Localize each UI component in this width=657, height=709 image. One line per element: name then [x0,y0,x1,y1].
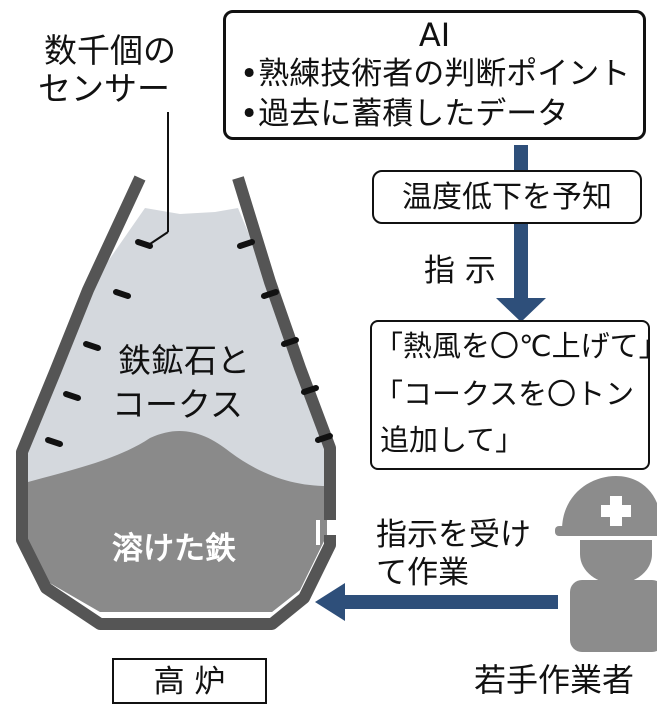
ai-box: AI •熟練技術者の判断ポイント •過去に蓄積したデータ [223,10,646,140]
furnace-wall-right [232,176,336,520]
sensor-mark [135,239,153,249]
molten-iron-label: 溶けた鉄 [112,531,236,567]
sensor-mark [301,385,319,395]
instruction-label: 指 示 [424,253,496,289]
action-label-line2: て作業 [376,555,469,591]
sensor-mark [63,391,81,401]
instruction-line-add: 追加して」 [380,423,525,457]
sensor-label-line2: センサー [38,69,170,108]
molten-iron-fill [28,430,327,612]
sensor-mark [315,433,333,443]
ore-label-line2: コークス [112,385,244,424]
ore-label-line1: 鉄鉱石と [118,341,250,380]
ai-box-bullet-skilled: •熟練技術者の判断ポイント [240,56,631,92]
sensor-marks [45,239,333,447]
instruction-line-coke: 「コークスを〇トン [374,377,635,411]
sensor-mark [237,239,255,249]
instruction-box: 「熱風を〇℃上げて」 「コークスを〇トン 追加して」 [370,320,657,470]
prediction-text: 温度低下を予知 [402,180,612,215]
sensor-mark [45,437,63,447]
worker-icon [555,476,657,652]
furnace-wall-left [16,175,336,630]
sensor-label-line1: 数千個の [44,31,176,70]
ai-box-bullet-data: •過去に蓄積したデータ [240,96,569,132]
furnace-caption: 高 炉 [153,664,226,700]
action-label-line1: 指示を受け [376,517,531,553]
sensor-mark [261,289,279,299]
ai-box-title: AI [418,16,451,54]
worker-label: 若手作業者 [474,661,635,699]
left-arrow [315,583,558,621]
sensor-mark [83,341,101,351]
prediction-box: 温度低下を予知 [372,170,642,224]
furnace-caption-box: 高 炉 [112,658,267,704]
sensor-mark [281,337,299,347]
instruction-line-hot-air: 「熱風を〇℃上げて」 [374,329,657,363]
sensor-mark [113,289,131,299]
